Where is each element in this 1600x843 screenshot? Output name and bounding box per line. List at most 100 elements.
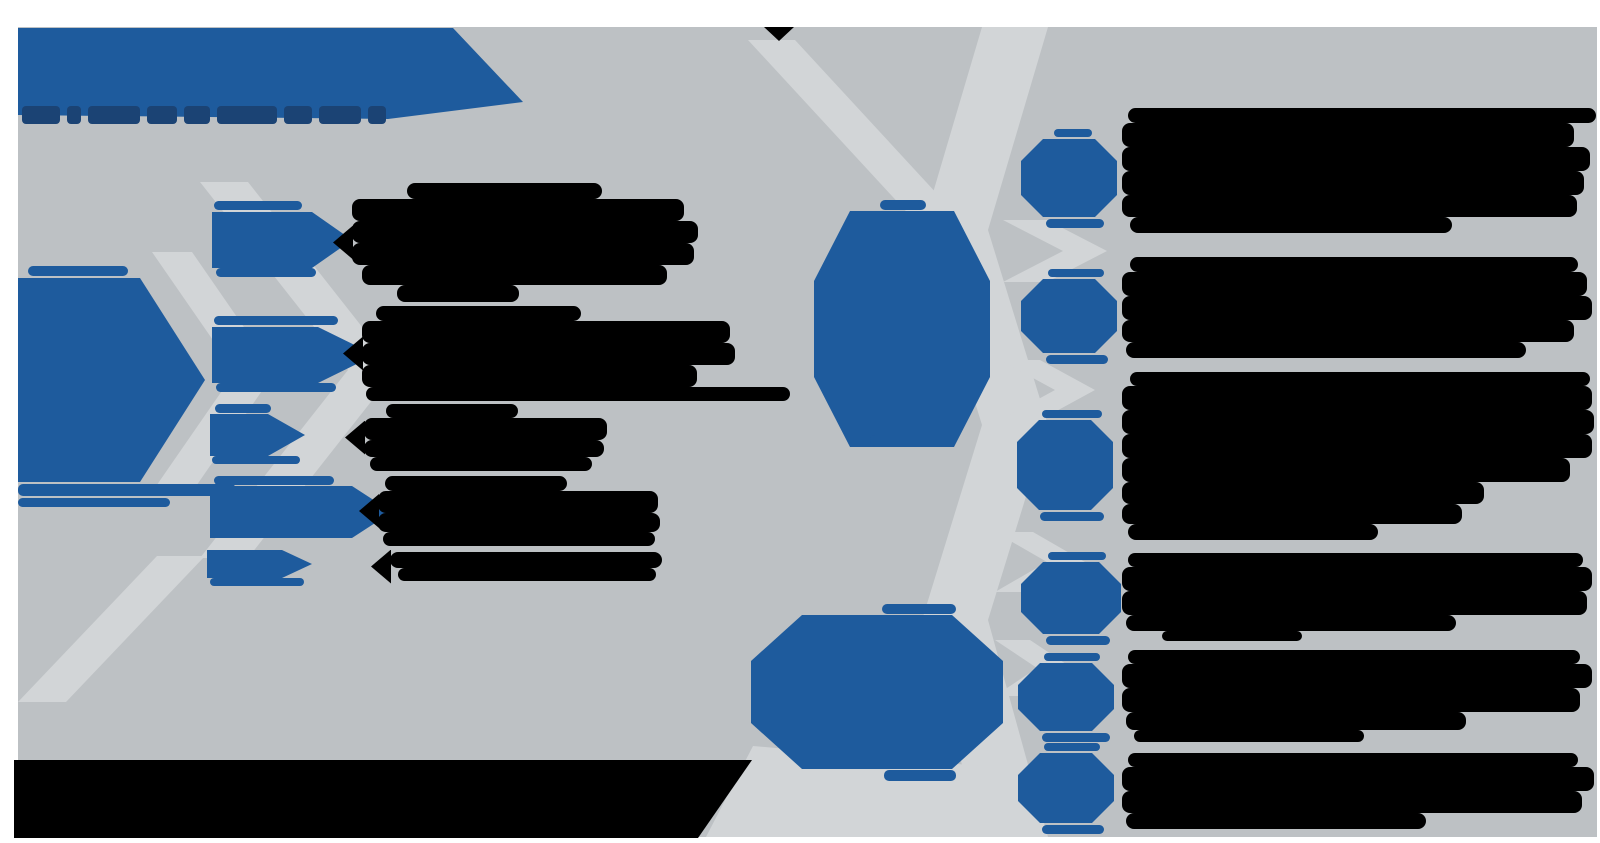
process-octagon-1-caption-top	[880, 200, 926, 210]
step-badge-5-caption-top	[1044, 653, 1100, 661]
step-text-6-redacted-line	[1122, 767, 1594, 791]
flow-text-3-redacted-line	[386, 404, 518, 418]
flow-text-4-redacted-line	[383, 532, 655, 546]
flow-arrow-3-caption-bottom	[212, 456, 300, 464]
flow-text-1-redacted-line	[352, 221, 698, 243]
step-text-1-redacted-line	[1128, 108, 1596, 123]
flow-text-1-redacted-line	[352, 199, 684, 221]
step-text-3-redacted-line	[1128, 524, 1378, 540]
figure-title-redacted-word	[88, 106, 140, 124]
figure-title-redacted-word	[217, 106, 277, 124]
flow-text-1-redacted-line	[362, 265, 667, 285]
step-text-2-redacted-line	[1122, 272, 1587, 296]
flow-text-5-redacted-line	[398, 568, 656, 581]
figure-title-redacted-word	[147, 106, 177, 124]
step-text-5-redacted-line	[1126, 712, 1466, 730]
step-text-1-redacted-line	[1122, 195, 1577, 217]
step-text-3-redacted-line	[1122, 386, 1592, 410]
step-text-5-redacted-line	[1128, 650, 1580, 664]
flow-text-3-redacted-line	[364, 418, 607, 440]
step-badge-4-caption-bottom	[1046, 636, 1110, 645]
step-text-5-redacted-line	[1134, 730, 1364, 742]
flow-text-4-redacted-line	[385, 476, 567, 491]
flow-arrow-1-caption-bottom	[216, 268, 316, 277]
step-badge-6-caption-top	[1044, 743, 1100, 751]
process-octagon-2-caption-bottom	[884, 770, 956, 781]
step-text-1-redacted-line	[1122, 147, 1590, 171]
flow-arrow-5-caption-bottom	[210, 578, 304, 586]
flow-text-3-redacted-line	[370, 457, 592, 471]
step-badge-4-caption-top	[1048, 552, 1106, 560]
step-text-3-redacted-line	[1122, 458, 1570, 482]
step-text-6-redacted-line	[1128, 753, 1578, 767]
step-badge-1-caption-top	[1054, 129, 1092, 137]
figure-title-redacted-word	[184, 106, 210, 124]
step-text-5-redacted-line	[1122, 664, 1592, 688]
figure-title-redacted-word	[67, 106, 81, 124]
figure-title-redacted-word	[22, 106, 60, 124]
step-text-3-redacted-line	[1122, 434, 1592, 458]
figure-title-redacted-word	[319, 106, 361, 124]
flow-text-3-redacted-line	[364, 440, 604, 457]
step-text-3-redacted-line	[1122, 504, 1462, 524]
step-text-1-redacted-line	[1122, 123, 1574, 147]
flow-text-2-redacted-line	[362, 321, 730, 343]
step-text-3-redacted-line	[1130, 372, 1590, 386]
step-text-4-redacted-line	[1128, 553, 1583, 567]
flow-text-1-redacted-line	[352, 243, 694, 265]
figure-title-redacted-word	[368, 106, 386, 124]
step-text-1-redacted-line	[1122, 171, 1584, 195]
process-octagon-1-caption-bottom	[870, 435, 954, 446]
step-badge-2-caption-bottom	[1046, 355, 1108, 364]
step-text-4-redacted-line	[1122, 591, 1587, 615]
step-text-2-redacted-line	[1122, 320, 1574, 342]
step-text-6-redacted-line	[1126, 813, 1426, 829]
main-stage-caption-bottom-1	[18, 484, 236, 496]
step-badge-3-caption-bottom	[1040, 512, 1104, 521]
step-badge-6-caption-bottom	[1042, 825, 1104, 834]
flow-arrow-2-caption-bottom	[216, 383, 336, 392]
step-text-2-redacted-line	[1122, 296, 1592, 320]
step-text-1-redacted-line	[1130, 217, 1452, 233]
flow-text-1-redacted-line	[397, 285, 519, 302]
flow-text-5-redacted-line	[390, 552, 662, 568]
flow-text-4-redacted-line	[378, 513, 660, 532]
flow-text-1-redacted-line	[407, 183, 602, 199]
process-octagon-2-caption-top	[882, 604, 956, 614]
step-text-3-redacted-line	[1122, 482, 1484, 504]
flow-text-2-redacted-line	[366, 387, 790, 401]
flow-arrow-3-caption-top	[215, 404, 271, 413]
main-stage-caption-bottom-2	[18, 498, 170, 507]
step-text-6-redacted-line	[1122, 791, 1582, 813]
step-text-2-redacted-line	[1126, 342, 1526, 358]
flow-arrow-2-caption-top	[214, 316, 338, 325]
flow-arrow-1-caption-top	[214, 201, 302, 210]
flow-text-2-redacted-line	[376, 306, 581, 321]
step-badge-5-caption-bottom	[1042, 733, 1110, 742]
step-badge-3-caption-top	[1042, 410, 1102, 418]
step-badge-2-caption-top	[1048, 269, 1104, 277]
flow-text-4-redacted-line	[378, 491, 658, 513]
flow-text-2-redacted-line	[362, 365, 697, 387]
step-text-2-redacted-line	[1130, 257, 1578, 272]
flow-text-2-redacted-line	[362, 343, 735, 365]
step-text-4-redacted-line	[1122, 567, 1592, 591]
figure-title-redacted-word	[284, 106, 312, 124]
step-badge-1-caption-bottom	[1046, 219, 1104, 228]
step-text-3-redacted-line	[1122, 410, 1594, 434]
flow-arrow-4-caption-top	[214, 476, 334, 485]
step-text-4-redacted-line	[1126, 615, 1456, 631]
step-text-4-redacted-line	[1162, 631, 1302, 641]
step-text-5-redacted-line	[1122, 688, 1580, 712]
